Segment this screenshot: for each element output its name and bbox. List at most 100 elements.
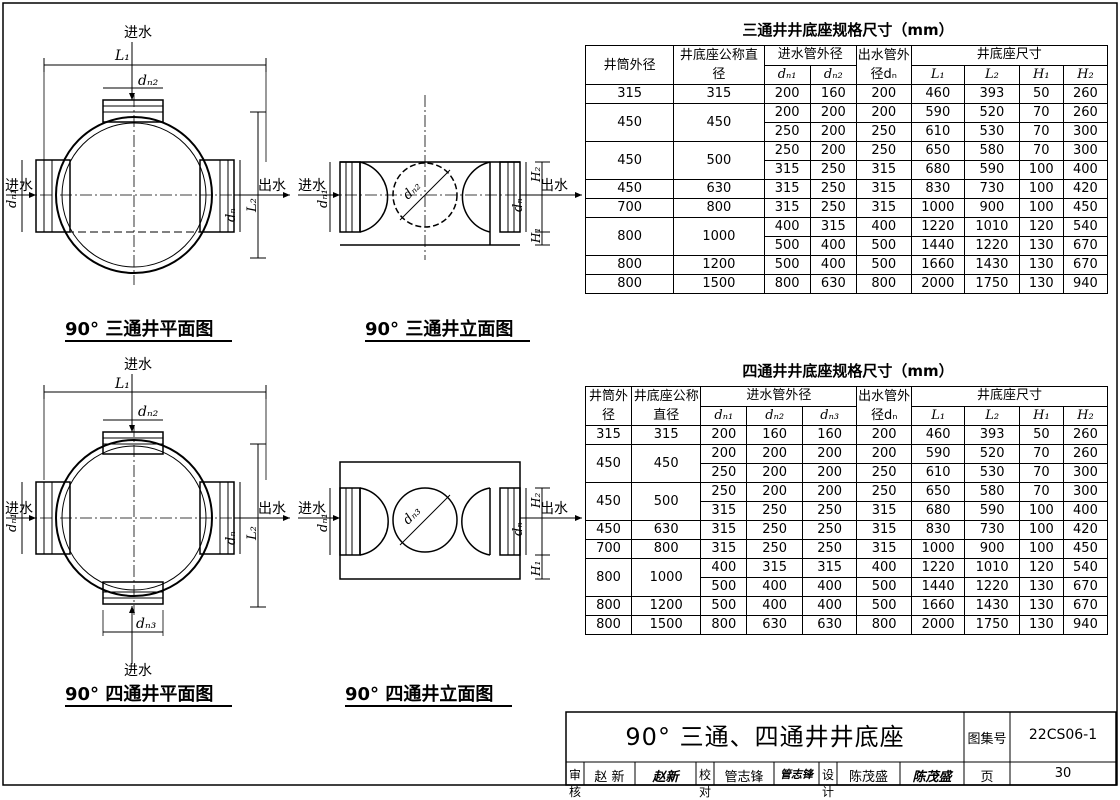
table-cell: 315 — [746, 558, 803, 578]
table-cell: 70 — [1018, 444, 1064, 464]
table-cell: 315 — [855, 160, 912, 180]
tee-plan-dn1-label: dₙ₁ — [5, 189, 20, 208]
cross-plan-bottom-inlet-label: 进水 — [124, 663, 152, 679]
cell-shaft-od: 800 — [584, 217, 675, 256]
table-cell: 100 — [1018, 160, 1064, 180]
tee-elev-outlet-label: 出水 — [540, 178, 568, 194]
table-cell: 130 — [1018, 255, 1064, 275]
table-cell: 500 — [763, 255, 811, 275]
table-cell: 580 — [964, 482, 1020, 502]
table-cell: 300 — [1062, 463, 1109, 483]
table-cell: 200 — [855, 84, 912, 104]
cross-table-title: 四通井井底座规格尺寸（mm） — [742, 362, 953, 380]
cell-nominal-dia: 1500 — [631, 615, 702, 635]
tee-plan-top-inlet-label: 进水 — [124, 25, 152, 41]
table-cell: 1000 — [910, 198, 966, 218]
table-cell: 400 — [801, 596, 858, 616]
cell-shaft-od: 800 — [584, 558, 633, 597]
table-cell: 100 — [1018, 198, 1064, 218]
table-cell: 800 — [763, 274, 811, 294]
table-cell: 1220 — [964, 577, 1020, 597]
table-cell: 460 — [910, 84, 966, 104]
table-cell: 315 — [856, 501, 912, 521]
title-block — [565, 711, 1117, 786]
table-cell: 500 — [855, 255, 912, 275]
table-cell: 315 — [763, 160, 811, 180]
cross-plan-L2-label: L₂ — [245, 526, 260, 541]
table-cell: 130 — [1018, 236, 1064, 256]
cell-shaft-od: 800 — [584, 255, 675, 275]
table-cell: 460 — [910, 425, 966, 445]
tee-sub-dn1: dₙ₁ — [763, 64, 811, 85]
cell-shaft-od: 700 — [584, 539, 633, 559]
cell-nominal-dia: 1000 — [631, 558, 702, 597]
tee-plan-outlet-label: 出水 — [258, 178, 286, 194]
table-cell: 393 — [964, 425, 1020, 445]
table-cell: 400 — [1062, 160, 1109, 180]
table-cell: 120 — [1018, 558, 1064, 578]
cell-nominal-dia: 630 — [673, 179, 765, 199]
table-cell: 680 — [910, 501, 966, 521]
table-cell: 200 — [856, 444, 912, 464]
tee-sub-dn2: dₙ₂ — [809, 64, 857, 85]
table-cell: 260 — [1062, 425, 1109, 445]
table-cell: 1750 — [964, 274, 1020, 294]
atlas-label: 图集号 — [967, 732, 1007, 747]
check-label: 校对 — [698, 768, 711, 799]
tee-col-base-size: 井底座尺寸 — [910, 45, 1109, 66]
table-cell: 1010 — [964, 217, 1020, 237]
cross-plan-caption: 90° 四通井平面图 — [65, 683, 213, 705]
cross-col-shaft-od: 井筒外径 — [584, 386, 633, 426]
table-cell: 200 — [763, 84, 811, 104]
table-cell: 650 — [910, 141, 966, 161]
cross-plan-top-inlet-label: 进水 — [124, 357, 152, 373]
cell-shaft-od: 315 — [584, 425, 633, 445]
cell-nominal-dia: 800 — [673, 198, 765, 218]
table-cell: 420 — [1062, 179, 1109, 199]
table-cell: 590 — [910, 103, 966, 123]
review-label: 审核 — [568, 768, 581, 799]
table-cell: 250 — [855, 122, 912, 142]
cell-shaft-od: 450 — [584, 482, 633, 521]
reviewer-name: 赵 新 — [594, 770, 625, 785]
cross-elev-outlet-label: 出水 — [540, 501, 568, 517]
cell-shaft-od: 450 — [584, 179, 675, 199]
cross-plan-left-inlet-label: 进水 — [5, 501, 33, 517]
cross-col-outlet-od: 出水管外径dₙ — [856, 386, 912, 426]
table-cell: 160 — [809, 84, 857, 104]
table-cell: 250 — [746, 520, 803, 540]
cross-elev-inlet-label: 进水 — [298, 501, 326, 517]
cross-elev-caption: 90° 四通井立面图 — [345, 683, 493, 705]
table-cell: 400 — [746, 596, 803, 616]
table-cell: 315 — [700, 520, 748, 540]
table-cell: 120 — [1018, 217, 1064, 237]
cross-plan-dn2-label: dₙ₂ — [138, 404, 159, 420]
table-cell: 830 — [910, 520, 966, 540]
cross-elevation-view: dₙ₃ 进水 出水 dₙ₁ dₙ H₂ H₁ — [298, 461, 582, 580]
table-cell: 800 — [855, 274, 912, 294]
atlas-number: 22CS06-1 — [1028, 727, 1098, 743]
table-cell: 260 — [1062, 103, 1109, 123]
cross-sub-dn1: dₙ₁ — [700, 405, 748, 426]
checker-name: 管志锋 — [724, 770, 764, 785]
table-cell: 670 — [1062, 596, 1109, 616]
table-cell: 315 — [855, 179, 912, 199]
cell-nominal-dia: 1200 — [673, 255, 765, 275]
table-cell: 315 — [856, 520, 912, 540]
table-cell: 315 — [763, 179, 811, 199]
table-cell: 530 — [964, 463, 1020, 483]
table-cell: 1750 — [964, 615, 1020, 635]
table-cell: 100 — [1018, 539, 1064, 559]
table-cell: 400 — [809, 236, 857, 256]
table-cell: 590 — [910, 444, 966, 464]
table-cell: 1010 — [964, 558, 1020, 578]
